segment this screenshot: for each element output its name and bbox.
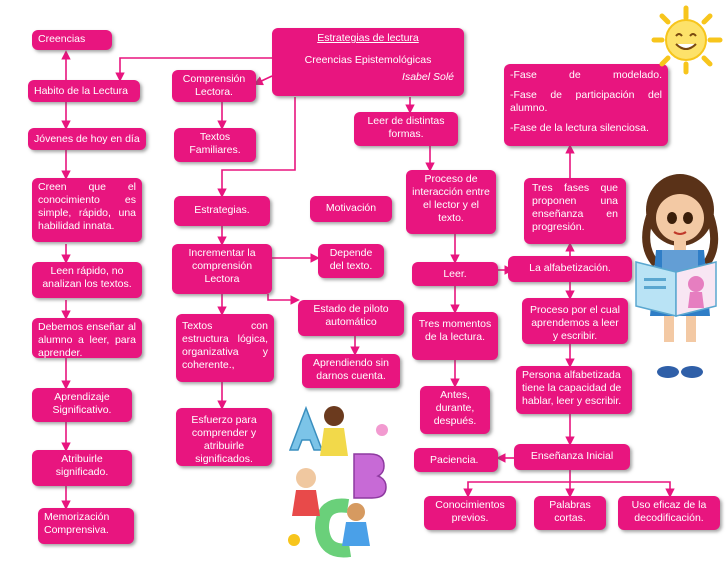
node-comprension[interactable]: Comprensión Lectora. bbox=[172, 70, 256, 102]
node-atribuirle-text: Atribuirle significado. bbox=[56, 453, 109, 478]
node-memorizacion-text: Memorización Comprensiva. bbox=[44, 511, 109, 536]
node-aprendizaje-text: Aprendizaje Significativo. bbox=[53, 391, 112, 416]
node-creencias[interactable]: Creencias bbox=[32, 30, 112, 50]
node-antes-durante-text: Antes, durante, después. bbox=[434, 389, 477, 427]
node-depende-text: Depende del texto. bbox=[330, 247, 373, 272]
node-persona-alfabetizada-text: Persona alfabetizada tiene la capacidad … bbox=[522, 369, 621, 407]
node-paciencia[interactable]: Paciencia. bbox=[414, 448, 498, 472]
title-box[interactable]: Estrategias de lectura Creencias Epistem… bbox=[272, 28, 464, 96]
node-estado-piloto-text: Estado de piloto automático bbox=[313, 303, 388, 328]
node-leer-text: Leer. bbox=[443, 268, 466, 280]
node-creencias-text: Creencias bbox=[38, 33, 85, 45]
node-textos-logica[interactable]: Textos con estructura lógica, organizati… bbox=[176, 314, 274, 382]
node-creen-text: Creen que el conocimiento es simple, ráp… bbox=[38, 181, 136, 232]
node-uso-eficaz-text: Uso eficaz de la decodificación. bbox=[632, 499, 707, 524]
fase-modelado: -Fase de modelado. bbox=[510, 69, 662, 82]
node-paciencia-text: Paciencia. bbox=[430, 454, 478, 466]
node-ensenanza-inicial[interactable]: Enseñanza Inicial bbox=[514, 444, 630, 470]
node-conocimientos-text: Conocimientos previos. bbox=[435, 499, 504, 524]
node-proceso-interaccion[interactable]: Proceso de interacción entre el lector y… bbox=[406, 170, 496, 234]
node-estado-piloto[interactable]: Estado de piloto automático bbox=[298, 300, 404, 336]
node-depende[interactable]: Depende del texto. bbox=[318, 244, 384, 278]
node-textos-familiares[interactable]: Textos Familiares. bbox=[174, 128, 256, 162]
node-uso-eficaz[interactable]: Uso eficaz de la decodificación. bbox=[618, 496, 720, 530]
fase-lectura-silenciosa: -Fase de la lectura silenciosa. bbox=[510, 122, 662, 135]
node-tres-momentos[interactable]: Tres momentos de la lectura. bbox=[412, 312, 498, 360]
node-estrategias[interactable]: Estrategias. bbox=[174, 196, 270, 226]
node-persona-alfabetizada[interactable]: Persona alfabetizada tiene la capacidad … bbox=[516, 366, 632, 414]
node-tres-fases-text: Tres fases que proponen una enseñanza en… bbox=[532, 182, 618, 233]
node-palabras[interactable]: Palabras cortas. bbox=[534, 496, 606, 530]
node-debemos-text: Debemos enseñar al alumno a leer, para a… bbox=[38, 321, 136, 358]
node-leer-distintas[interactable]: Leer de distintas formas. bbox=[354, 112, 458, 146]
arrow-ensenanza-uso bbox=[570, 482, 670, 496]
node-esfuerzo-text: Esfuerzo para comprender y atribuirle si… bbox=[191, 414, 256, 465]
node-leen-rapido[interactable]: Leen rápido, no analizan los textos. bbox=[32, 262, 142, 298]
node-jovenes-text: Jóvenes de hoy en día bbox=[34, 133, 140, 145]
node-creen[interactable]: Creen que el conocimiento es simple, ráp… bbox=[32, 178, 142, 242]
node-leer-distintas-text: Leer de distintas formas. bbox=[367, 115, 444, 140]
children-letters-illustration bbox=[284, 400, 406, 562]
girl-reading-illustration bbox=[630, 166, 726, 388]
node-motivacion[interactable]: Motivación bbox=[310, 196, 392, 222]
node-leen-rapido-text: Leen rápido, no analizan los textos. bbox=[42, 265, 131, 290]
node-textos-logica-text: Textos con estructura lógica, organizati… bbox=[182, 320, 268, 371]
node-tres-momentos-text: Tres momentos de la lectura. bbox=[419, 318, 492, 343]
node-motivacion-text: Motivación bbox=[326, 202, 376, 214]
node-fases[interactable]: -Fase de modelado. -Fase de participació… bbox=[504, 64, 668, 146]
sun-illustration bbox=[648, 4, 724, 76]
node-incrementar-text: Incrementar la comprensión Lectora bbox=[188, 247, 255, 285]
node-proceso-aprendemos-text: Proceso por el cual aprendemos a leer y … bbox=[530, 304, 620, 342]
fase-participacion: -Fase de participación del alumno. bbox=[510, 89, 662, 115]
node-proceso-aprendemos[interactable]: Proceso por el cual aprendemos a leer y … bbox=[522, 298, 628, 344]
node-debemos[interactable]: Debemos enseñar al alumno a leer, para a… bbox=[32, 318, 142, 358]
node-textos-familiares-text: Textos Familiares. bbox=[189, 131, 240, 156]
node-alfabetizacion-text: La alfabetización. bbox=[529, 262, 611, 274]
node-aprendiendo[interactable]: Aprendiendo sin darnos cuenta. bbox=[302, 354, 400, 388]
title-subtitle: Creencias Epistemológicas bbox=[282, 54, 454, 67]
node-tres-fases[interactable]: Tres fases que proponen una enseñanza en… bbox=[524, 178, 626, 244]
node-leer[interactable]: Leer. bbox=[412, 262, 498, 286]
node-incrementar[interactable]: Incrementar la comprensión Lectora bbox=[172, 244, 272, 294]
title-author: Isabel Solé bbox=[282, 71, 454, 84]
node-habito-lectura[interactable]: Habito de la Lectura bbox=[28, 80, 140, 102]
arrow-ensenanza-conocimientos bbox=[468, 470, 570, 496]
node-ensenanza-inicial-text: Enseñanza Inicial bbox=[531, 450, 613, 462]
node-atribuirle[interactable]: Atribuirle significado. bbox=[32, 450, 132, 486]
node-palabras-text: Palabras cortas. bbox=[549, 499, 590, 524]
node-aprendizaje[interactable]: Aprendizaje Significativo. bbox=[32, 388, 132, 422]
node-esfuerzo[interactable]: Esfuerzo para comprender y atribuirle si… bbox=[176, 408, 272, 466]
arrow-incrementar-piloto bbox=[268, 294, 298, 300]
node-proceso-interaccion-text: Proceso de interacción entre el lector y… bbox=[412, 173, 490, 224]
node-jovenes[interactable]: Jóvenes de hoy en día bbox=[28, 128, 146, 150]
node-memorizacion[interactable]: Memorización Comprensiva. bbox=[38, 508, 134, 544]
node-antes-durante[interactable]: Antes, durante, después. bbox=[420, 386, 490, 434]
arrow-title-comprension bbox=[255, 76, 272, 84]
title-main: Estrategias de lectura bbox=[282, 32, 454, 45]
node-habito-text: Habito de la Lectura bbox=[34, 85, 128, 97]
node-conocimientos[interactable]: Conocimientos previos. bbox=[424, 496, 516, 530]
node-aprendiendo-text: Aprendiendo sin darnos cuenta. bbox=[313, 357, 389, 382]
node-alfabetizacion[interactable]: La alfabetización. bbox=[508, 256, 632, 282]
node-estrategias-text: Estrategias. bbox=[194, 204, 249, 216]
node-comprension-text: Comprensión Lectora. bbox=[183, 73, 245, 98]
